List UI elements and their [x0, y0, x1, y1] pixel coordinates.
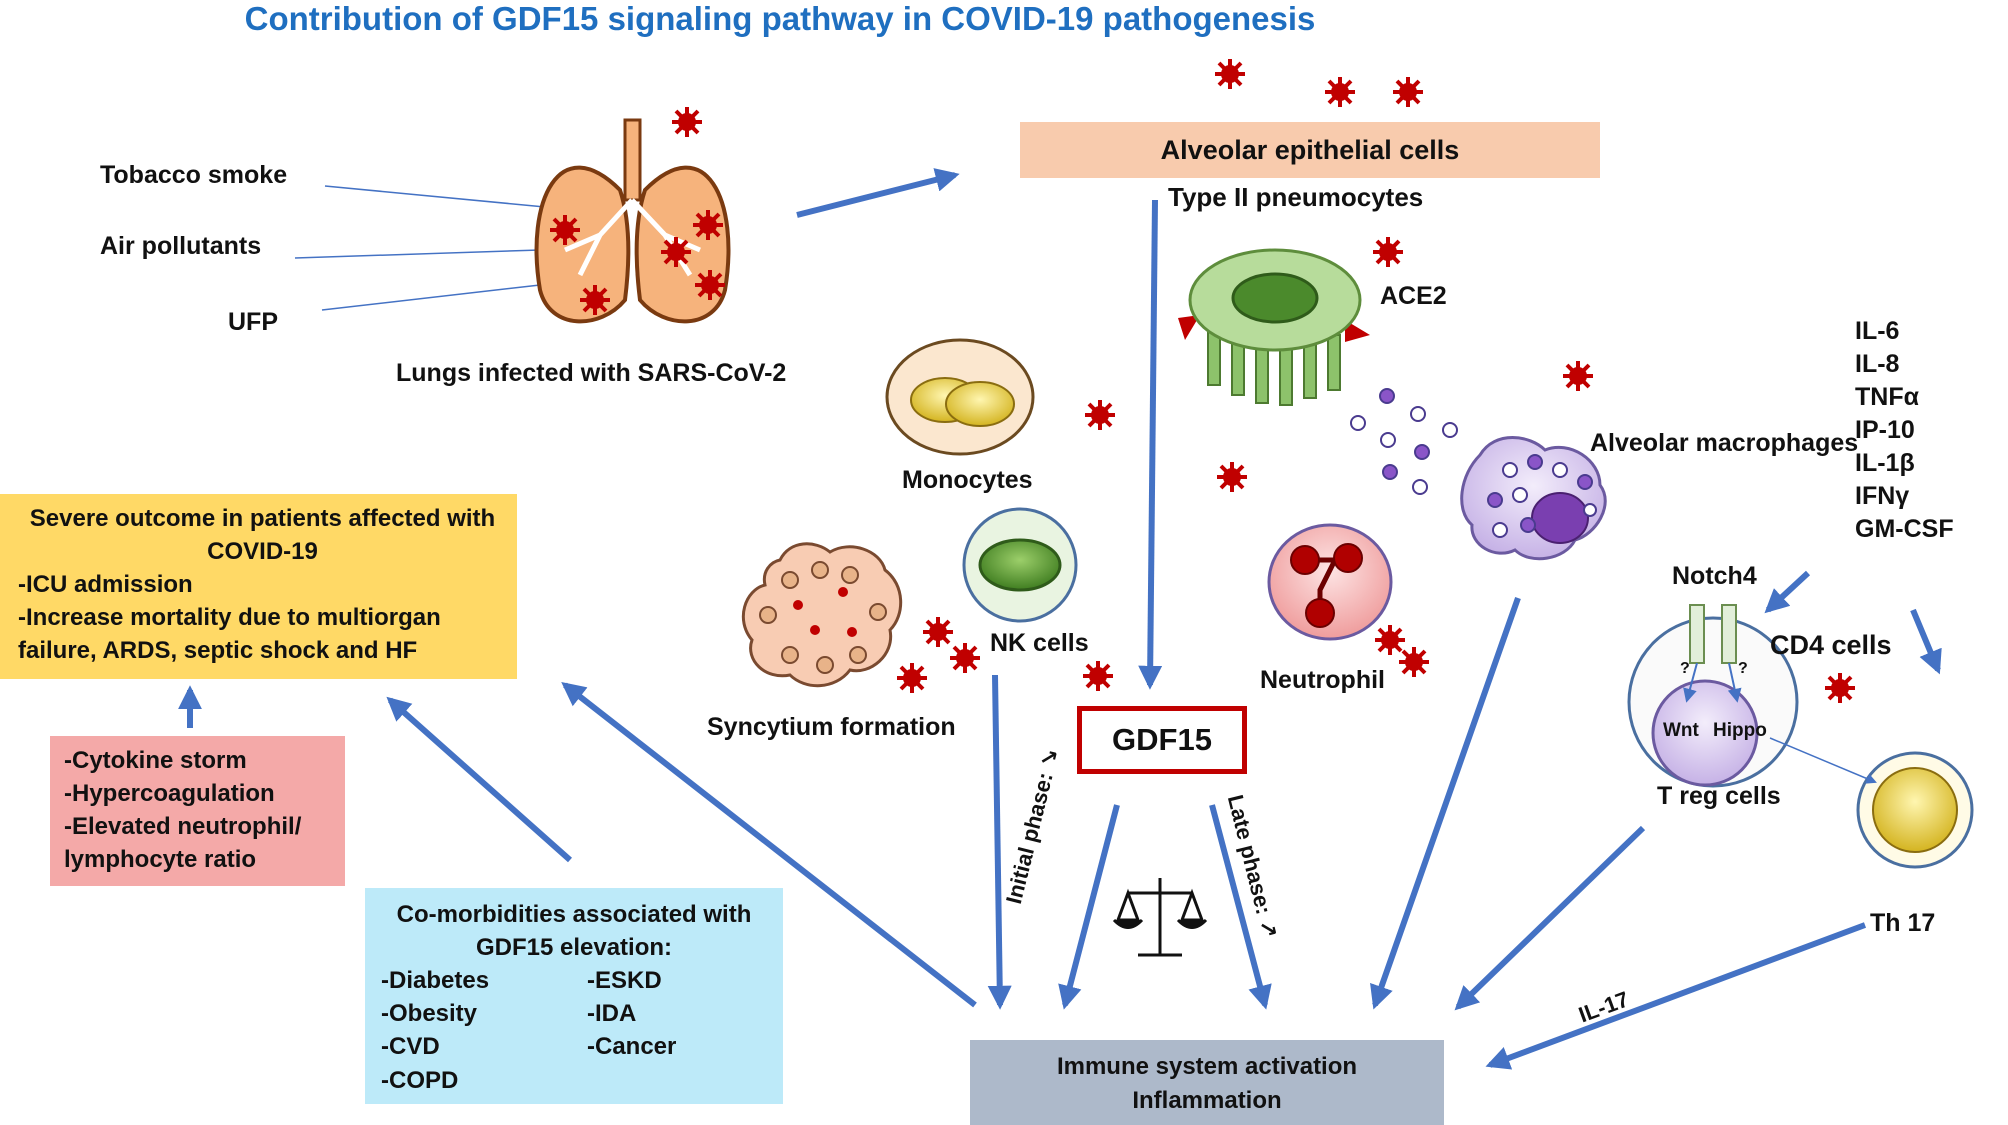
- severe-line: -Increase mortality due to multiorgan fa…: [18, 604, 441, 665]
- ace2-cell: [1178, 248, 1370, 406]
- arrow-lungs-to-alveolar: [796, 168, 960, 218]
- risk-ufp: UFP: [228, 308, 278, 336]
- arrow-th17-to-immune: [1485, 922, 1867, 1070]
- pollutants-line: [294, 249, 541, 259]
- ace2-label: ACE2: [1380, 282, 1447, 310]
- treg-label: T reg cells: [1657, 782, 1781, 810]
- macrophage-cell: [1460, 436, 1607, 561]
- lungs-label: Lungs infected with SARS-CoV-2: [396, 359, 787, 387]
- alveolar-epithelial-box: Alveolar epithelial cells: [1020, 122, 1600, 178]
- monocytes-label: Monocytes: [902, 466, 1033, 494]
- type2-label: Type II pneumocytes: [1168, 182, 1424, 212]
- immune-line: Immune system activation: [1056, 1053, 1358, 1080]
- treg-cell: [1627, 604, 1799, 788]
- cytokine-item: IL-1β: [1855, 449, 1915, 477]
- risk-tobacco: Tobacco smoke: [100, 161, 288, 189]
- nk-cell: [962, 507, 1078, 623]
- hippo-label: Hippo: [1713, 720, 1767, 741]
- comorbidity-item: -Cancer: [587, 1033, 677, 1061]
- comorbidity-item: -Obesity: [381, 1000, 478, 1028]
- comorbidities-box: Co-morbidities associated with GDF15 ele…: [365, 888, 783, 1104]
- arrow-immune-to-severe-a: [561, 682, 977, 1008]
- wnt-label: Wnt: [1663, 720, 1699, 741]
- arrow-treg-to-th17: [1769, 737, 1877, 784]
- cytokine-item: IL-8: [1855, 350, 1900, 378]
- tobacco-line: [324, 185, 546, 208]
- cytokine-granules: [1350, 388, 1458, 495]
- immune-line: Inflammation: [1132, 1086, 1282, 1114]
- comorbidity-item: -COPD: [381, 1066, 459, 1094]
- arrow-macrophage-to-immune: [1370, 597, 1521, 1010]
- cytokine-item: GM-CSF: [1855, 515, 1954, 543]
- arrow-comorb-to-severe: [386, 696, 572, 863]
- question-mark-right: ?: [1738, 660, 1748, 677]
- gdf15-box: GDF15: [1077, 706, 1247, 774]
- arrow-type2-to-gdf15: [1138, 199, 1163, 690]
- arrow-cytokines-to-th17: [1910, 608, 1942, 675]
- cytokine-item: IL-6: [1855, 317, 1900, 345]
- balance-scale-icon: [1112, 878, 1208, 957]
- comorbidity-item: -CVD: [381, 1033, 440, 1061]
- syncytium-cell: [741, 542, 903, 688]
- cytokine-box-line: -Elevated neutrophil/ lymphocyte ratio: [64, 813, 302, 874]
- severe-title: Severe outcome in patients affected with…: [29, 505, 496, 566]
- th17-label: Th 17: [1870, 909, 1936, 937]
- arrow-cytokines-to-notch4: [1764, 570, 1811, 614]
- neutrophil-cell: [1267, 523, 1393, 641]
- comorbidity-item: -Diabetes: [381, 967, 490, 995]
- cd4-label: CD4 cells: [1770, 630, 1892, 660]
- notch4-label: Notch4: [1672, 562, 1757, 590]
- nk-label: NK cells: [990, 629, 1089, 657]
- arrow-gdf15-late: [1209, 804, 1272, 1010]
- page-title: Contribution of GDF15 signaling pathway …: [244, 0, 1316, 37]
- th17-cell: [1856, 751, 1974, 869]
- syncytium-label: Syncytium formation: [707, 713, 956, 741]
- monocyte-cell: [885, 338, 1035, 456]
- comorbidity-item: -IDA: [587, 1000, 637, 1028]
- arrow-treg-to-immune: [1454, 825, 1646, 1011]
- cytokine-box-line: -Cytokine storm: [64, 747, 247, 774]
- cytokine-list: IL-6 IL-8 TNFα IP-10 IL-1β IFNγ GM-CSF: [1855, 315, 1954, 546]
- cytokine-item: TNFα: [1855, 383, 1919, 411]
- cytokine-box-line: -Hypercoagulation: [64, 780, 275, 808]
- macrophages-label: Alveolar macrophages: [1590, 429, 1859, 457]
- cytokine-storm-box: -Cytokine storm -Hypercoagulation -Eleva…: [50, 736, 345, 886]
- ufp-line: [321, 284, 541, 311]
- immune-activation-box: Immune system activation Inflammation: [970, 1040, 1444, 1125]
- risk-pollutants: Air pollutants: [100, 232, 262, 260]
- cytokine-item: IP-10: [1855, 416, 1915, 444]
- arrow-gdf15-initial: [1058, 804, 1120, 1010]
- comorbidities-title: Co-morbidities associated with GDF15 ele…: [396, 901, 752, 962]
- arrow-nk-to-immune: [987, 674, 1012, 1010]
- comorbidity-item: -ESKD: [587, 967, 662, 995]
- neutrophil-label: Neutrophil: [1260, 666, 1385, 694]
- cytokine-item: IFNγ: [1855, 482, 1910, 510]
- severe-outcome-box: Severe outcome in patients affected with…: [0, 494, 517, 679]
- severe-line: -ICU admission: [18, 571, 193, 599]
- question-mark-left: ?: [1680, 660, 1690, 677]
